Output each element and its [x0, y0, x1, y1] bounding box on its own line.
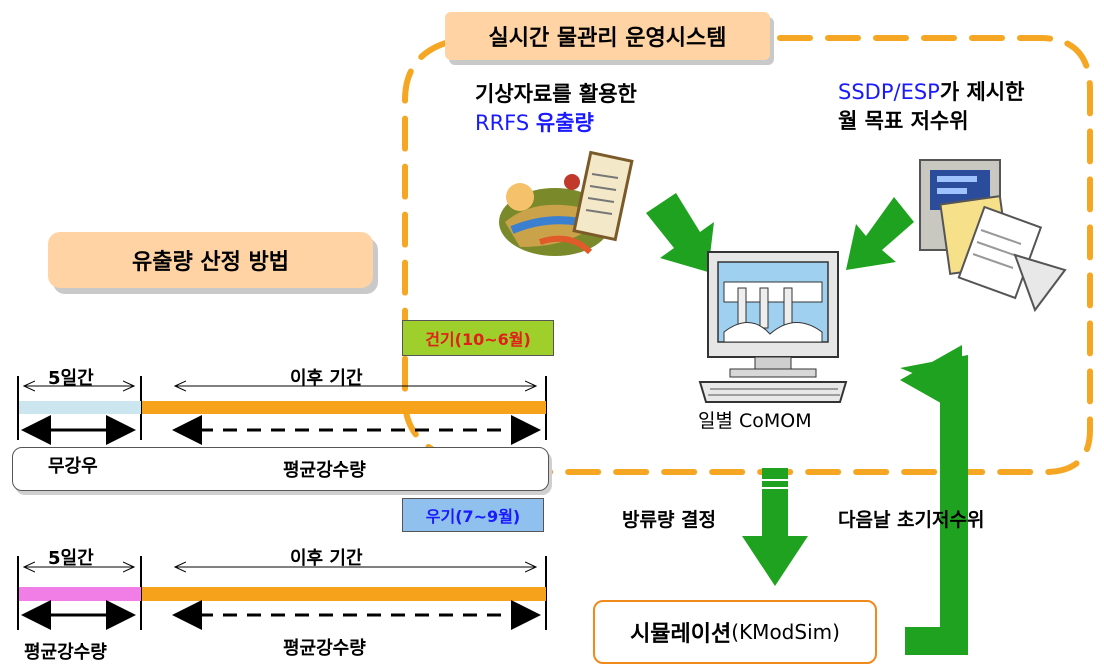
model-label-text: 일별 CoMOM: [698, 410, 812, 432]
wet-timeline: [17, 556, 547, 630]
ssdp-line1: SSDP/ESP가 제시한: [838, 78, 1024, 107]
rrfs-line2: RRFS 유출량: [475, 109, 637, 138]
dry-later-period: 이후 기간: [290, 368, 363, 389]
release-label: 방류량 결정: [622, 509, 717, 531]
dry-first-period: 5일간: [48, 368, 94, 389]
rrfs-prefix: RRFS: [475, 111, 536, 135]
dry-timeline: [17, 376, 547, 445]
system-title: 실시간 물관리 운영시스템: [445, 12, 770, 60]
dry-later-input: 평균강수량: [283, 460, 366, 481]
dry-first-input: 무강우: [48, 456, 98, 477]
next-day-label: 다음날 초기저수위: [838, 509, 985, 531]
dry-season-badge: 건기(10~6월): [402, 320, 554, 356]
ssdp-arrow: [846, 197, 914, 270]
wet-later-period: 이후 기간: [290, 548, 363, 569]
rrfs-label: 기상자료를 활용한 RRFS 유출량: [475, 80, 637, 138]
simulation-suffix: (KModSim): [731, 620, 840, 644]
wet-first-period: 5일간: [48, 548, 94, 569]
rrfs-line1: 기상자료를 활용한: [475, 82, 637, 106]
weather-document-icon: [499, 150, 634, 256]
ssdp-rest: 가 제시한: [939, 80, 1025, 104]
rrfs-emph: 유출량: [535, 111, 594, 135]
wet-later-input: 평균강수량: [283, 638, 366, 659]
dry-first-bar: [19, 401, 141, 414]
next-day-arrow: [900, 345, 968, 655]
method-title: 유출량 산정 방법: [48, 232, 373, 288]
ssdp-line2: 월 목표 저수위: [838, 109, 969, 133]
ssdp-prefix: SSDP/ESP: [838, 80, 940, 104]
wet-first-input: 평균강수량: [24, 642, 107, 663]
ssdp-label: SSDP/ESP가 제시한 월 목표 저수위: [838, 78, 1024, 136]
simulation-prefix: 시뮬레이션: [630, 622, 732, 647]
rrfs-arrow: [646, 193, 714, 272]
wet-season-badge: 우기(7~9월): [402, 498, 544, 532]
dry-later-bar: [142, 401, 546, 414]
report-papers-icon: [919, 159, 1067, 313]
model-label: 일별 CoMOM: [698, 406, 812, 433]
dry-season-badge-text: 건기(10~6월): [425, 330, 531, 349]
computer-dam-icon: [698, 251, 848, 403]
dry-input-box: [12, 447, 549, 491]
wet-first-bar: [19, 587, 141, 601]
method-title-text: 유출량 산정 방법: [132, 250, 289, 275]
simulation-box: 시뮬레이션(KModSim): [593, 600, 877, 664]
wet-season-badge-text: 우기(7~9월): [425, 507, 521, 526]
wet-later-bar: [142, 587, 546, 601]
release-arrow: [742, 468, 808, 586]
system-title-text: 실시간 물관리 운영시스템: [488, 26, 727, 51]
